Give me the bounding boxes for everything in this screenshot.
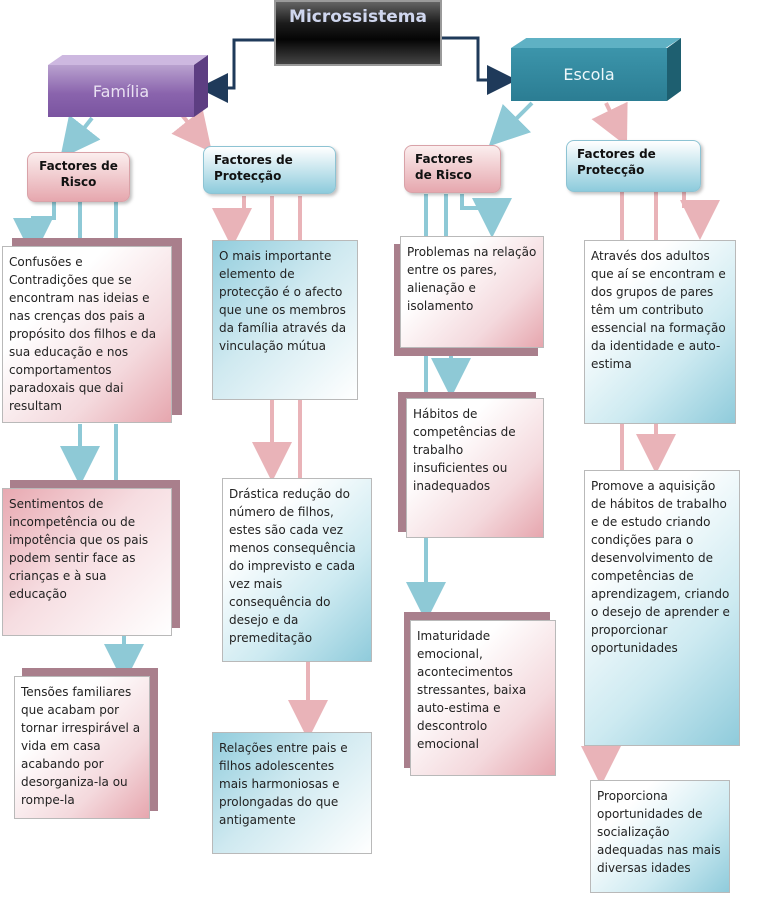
familia-risk-card-3: Tensões familiares que acabam por tornar… bbox=[14, 668, 158, 819]
familia-risk-label: Factores de Risco bbox=[27, 152, 130, 202]
escola-node-front: Escola bbox=[511, 48, 667, 101]
card-text: Hábitos de competências de trabalho insu… bbox=[406, 398, 544, 538]
familia-to-risk-arrow bbox=[60, 114, 101, 159]
card-text: Sentimentos de incompetência ou de impot… bbox=[2, 488, 172, 636]
escola-to-protection-arrow bbox=[591, 101, 628, 147]
escola-risk-card-2: Hábitos de competências de trabalho insu… bbox=[398, 392, 544, 538]
escola-protection-label-text: Factores de Protecção bbox=[577, 147, 656, 177]
root-to-escola-connector bbox=[442, 36, 517, 95]
escola-risk-label-text: Factores de Risco bbox=[415, 152, 473, 182]
escola-title: Escola bbox=[563, 65, 615, 84]
card-text: O mais importante elemento de protecção … bbox=[212, 240, 358, 400]
fam-risk-connector-a bbox=[13, 202, 56, 258]
card-text: Através dos adultos que aí se encontram … bbox=[584, 240, 736, 424]
card-text: Relações entre pais e filhos adolescente… bbox=[212, 732, 372, 854]
card-text: Proporciona oportunidades de socializaçã… bbox=[590, 780, 730, 893]
escola-node-side bbox=[667, 38, 681, 101]
root-to-familia-connector bbox=[198, 38, 274, 103]
card-text: Problemas na relação entre os pares, ali… bbox=[400, 236, 544, 348]
card-text: Tensões familiares que acabam por tornar… bbox=[14, 676, 150, 819]
familia-protection-label: Factores de Protecção bbox=[203, 146, 336, 194]
familia-node: Família bbox=[48, 55, 208, 117]
microssistema-root: Microssistema bbox=[274, 0, 442, 66]
card-text: Imaturidade emocional, acontecimentos st… bbox=[410, 620, 556, 776]
familia-protection-card-2: Drástica redução do número de filhos, es… bbox=[222, 478, 372, 662]
escola-to-risk-arrow bbox=[488, 101, 534, 147]
escola-risk-card-3: Imaturidade emocional, acontecimentos st… bbox=[404, 612, 556, 776]
card-text: Confusões e Contradições que se encontra… bbox=[2, 246, 172, 423]
familia-title: Família bbox=[92, 81, 150, 101]
familia-node-front: Família bbox=[48, 65, 194, 117]
card-text: Promove a aquisição de hábitos de trabal… bbox=[584, 470, 740, 746]
familia-protection-label-text: Factores de Protecção bbox=[214, 153, 293, 183]
familia-protection-card-3: Relações entre pais e filhos adolescente… bbox=[212, 732, 372, 854]
card-text: Drástica redução do número de filhos, es… bbox=[222, 478, 372, 662]
escola-risk-label: Factores de Risco bbox=[404, 145, 501, 193]
familia-protection-card-1: O mais importante elemento de protecção … bbox=[212, 240, 358, 400]
esc-prot-connector-c bbox=[680, 192, 720, 240]
escola-node: Escola bbox=[511, 38, 681, 101]
esc-risk-connector-c bbox=[460, 194, 512, 238]
familia-risk-label-text: Factores de Risco bbox=[39, 159, 118, 189]
escola-protection-card-1: Através dos adultos que aí se encontram … bbox=[584, 240, 736, 424]
familia-node-top bbox=[48, 55, 208, 65]
familia-risk-card-2: Sentimentos de incompetência ou de impot… bbox=[2, 480, 180, 636]
escola-risk-card-1: Problemas na relação entre os pares, ali… bbox=[394, 236, 544, 356]
familia-risk-card-1: Confusões e Contradições que se encontra… bbox=[2, 238, 182, 423]
escola-protection-label: Factores de Protecção bbox=[566, 140, 701, 192]
escola-protection-card-2: Promove a aquisição de hábitos de trabal… bbox=[584, 470, 740, 746]
fam-prot-connector-a bbox=[212, 196, 252, 248]
escola-node-top bbox=[511, 38, 681, 48]
root-title: Microssistema bbox=[289, 7, 427, 27]
familia-node-side bbox=[194, 55, 208, 117]
escola-protection-card-3: Proporciona oportunidades de socializaçã… bbox=[590, 780, 730, 893]
